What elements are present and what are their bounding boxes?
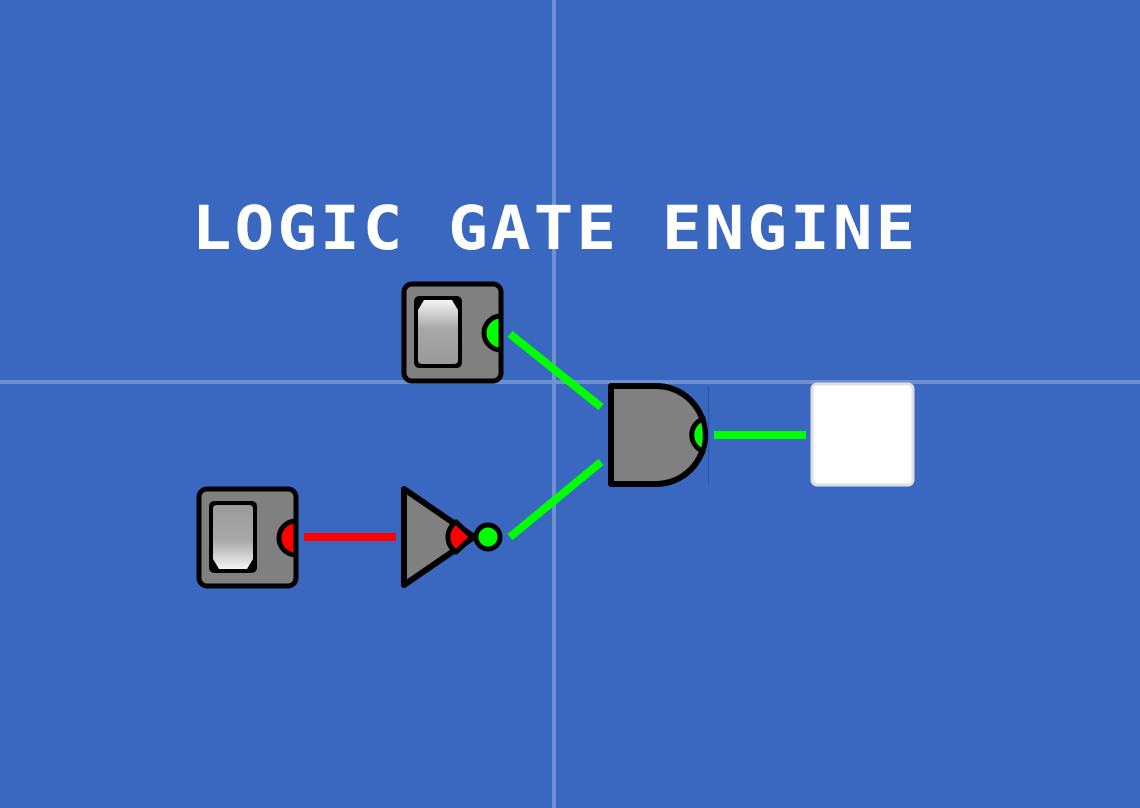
wires — [304, 330, 806, 541]
not-bubble-on-icon — [473, 522, 503, 552]
wire-switch-a-to-and[interactable] — [507, 330, 604, 411]
output-port-off-icon — [276, 518, 299, 558]
output-port-on-icon — [481, 313, 504, 353]
and-gate[interactable] — [608, 383, 709, 487]
toggle-switch-b[interactable] — [196, 486, 299, 589]
not-gate[interactable] — [401, 486, 503, 588]
toggle-switch-a[interactable] — [401, 281, 504, 384]
input-port-off-icon — [445, 519, 475, 555]
wire-not-to-and[interactable] — [507, 458, 604, 541]
not-gate-body — [401, 486, 477, 588]
output-port-on-icon — [689, 415, 708, 455]
grid-line-vertical — [552, 0, 556, 808]
output-lamp[interactable] — [810, 382, 915, 487]
